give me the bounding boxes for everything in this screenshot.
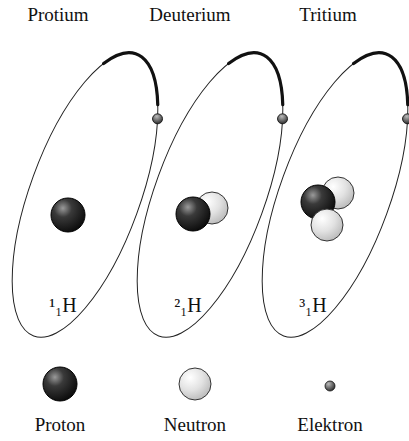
proton — [51, 198, 85, 232]
electron-orbit — [232, 35, 409, 355]
electron-orbit — [107, 35, 313, 355]
isotope-symbol: ¹₁H — [49, 294, 76, 316]
isotope-name: Protium — [27, 5, 88, 26]
isotope-symbol: ³₁H — [299, 294, 326, 316]
orbit-line — [232, 35, 409, 355]
orbit-line — [0, 35, 188, 355]
orbit-arc — [222, 45, 297, 105]
electron-orbit — [0, 35, 188, 355]
orbit-arc — [347, 45, 409, 105]
legend-text: Proton — [35, 415, 86, 436]
electron — [151, 112, 164, 125]
electron — [401, 112, 409, 125]
legend-text: Neutron — [164, 415, 226, 436]
legend-text: Elektron — [297, 415, 362, 436]
isotope-symbol: ²₁H — [174, 294, 201, 316]
electron-sample — [325, 381, 335, 391]
isotope-name: Deuterium — [149, 5, 230, 26]
electron — [276, 112, 289, 125]
proton — [176, 197, 210, 231]
orbit-line — [107, 35, 313, 355]
neutron-sample — [179, 368, 211, 400]
orbit-arc — [97, 45, 172, 105]
isotope-name: Tritium — [299, 5, 356, 26]
neutron — [311, 209, 343, 241]
proton-sample — [43, 367, 77, 401]
